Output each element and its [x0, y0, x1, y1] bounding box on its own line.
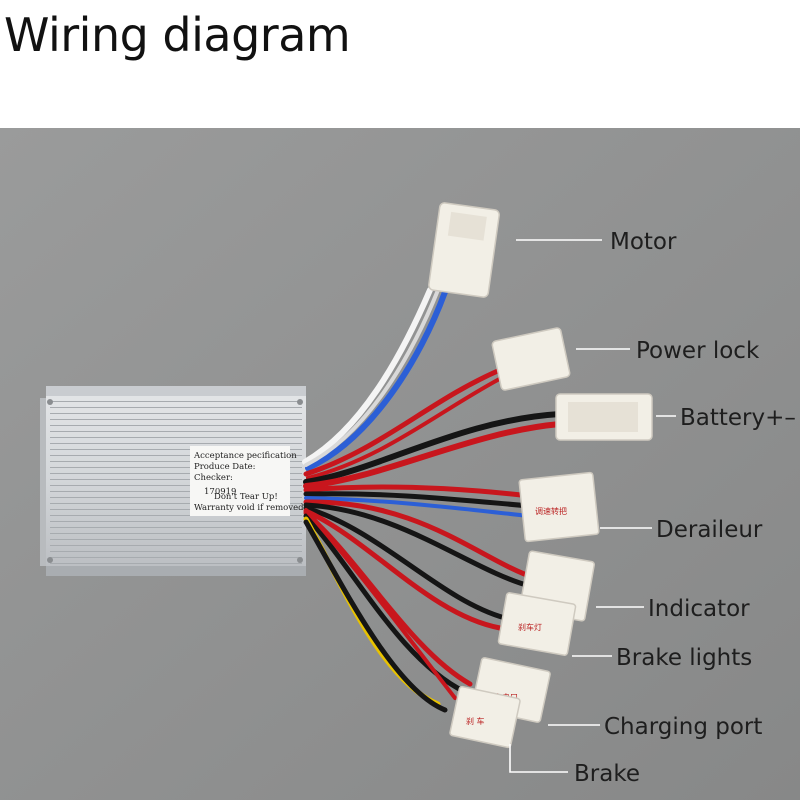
label-brake: Brake	[574, 761, 640, 787]
sticker-serial: 170919	[204, 487, 236, 497]
brake-lights-connector: 刹车灯	[497, 592, 577, 656]
power-lock-connector	[491, 327, 571, 391]
label-motor: Motor	[610, 229, 677, 255]
annotation-lines	[509, 239, 676, 773]
derailleur-connector-mark: 调速转把	[535, 506, 567, 516]
page-title: Wiring diagram	[4, 8, 351, 62]
wire-bundle	[302, 287, 563, 713]
label-indicator: Indicator	[648, 596, 750, 622]
sticker-line-3: Checker:	[194, 473, 233, 483]
label-power-lock: Power lock	[636, 338, 760, 364]
label-battery: Battery+–	[680, 405, 796, 431]
label-brake-lights: Brake lights	[616, 645, 752, 671]
wiring-photo: Acceptance pecification Produce Date: Ch…	[0, 128, 800, 800]
sticker-line-1: Acceptance pecification	[193, 451, 297, 461]
battery-connector	[555, 393, 653, 441]
brake-connector-mark: 刹 车	[466, 716, 485, 726]
sticker-line-5: Warranty void if removed	[194, 503, 304, 513]
brake-connector: 刹 车	[449, 685, 521, 749]
sticker-line-2: Produce Date:	[194, 462, 256, 472]
motor-connector	[428, 202, 500, 298]
warranty-sticker: Acceptance pecification Produce Date: Ch…	[190, 446, 304, 516]
derailleur-connector: 调速转把	[518, 471, 600, 543]
label-charging-port: Charging port	[604, 714, 762, 740]
sticker-line-4: Don't Tear Up!	[214, 492, 278, 502]
label-derailleur: Deraileur	[656, 517, 763, 543]
brake-lights-connector-mark: 刹车灯	[518, 622, 542, 632]
